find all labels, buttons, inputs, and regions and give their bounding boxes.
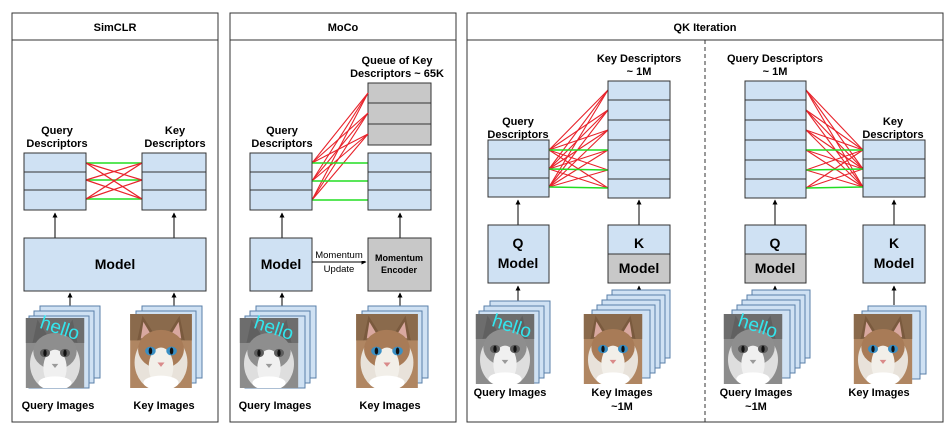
- moco-title: MoCo: [328, 22, 359, 34]
- qk-left-key-desc-label-2: ~ 1M: [627, 66, 652, 78]
- qk-left-query-desc-label-2: Descriptors: [487, 129, 548, 141]
- moco-model-label: Model: [261, 256, 301, 272]
- simclr-query-images-label: Query Images: [22, 400, 95, 412]
- moco-encoder-label-1: Momentum: [375, 253, 423, 263]
- moco-contrast-lines: [311, 92, 369, 201]
- simclr-key-images-label: Key Images: [133, 400, 194, 412]
- qk-right-key-images-label: Key Images: [848, 387, 909, 399]
- moco-key-images-label: Key Images: [359, 400, 420, 412]
- moco-queue-box: [367, 82, 432, 146]
- simclr-contrast-lines: [85, 162, 143, 200]
- simclr-query-desc-label-1: Query: [41, 125, 74, 137]
- qk-title: QK Iteration: [674, 22, 737, 34]
- qk-right-query-descriptors: [744, 80, 807, 199]
- qk-right-q-model-label: Model: [755, 260, 795, 276]
- moco-momentum-encoder-box: [367, 237, 432, 292]
- qk-right-query-images-label-1: Query Images: [720, 387, 793, 399]
- moco-model-box: [249, 237, 313, 292]
- moco-queue-label-1: Queue of Key: [362, 55, 434, 67]
- qk-right-query-desc-label-2: ~ 1M: [763, 66, 788, 78]
- qk-right-k-model-label: Model: [874, 255, 914, 271]
- qk-left-query-descriptors: [487, 139, 550, 198]
- qk-left-key-image-stack: [583, 289, 671, 384]
- simclr-model-label: Model: [95, 256, 135, 272]
- moco-query-desc-label-2: Descriptors: [251, 138, 312, 150]
- simclr-model-box: [23, 237, 207, 292]
- simclr-query-descriptors: [23, 152, 87, 211]
- qk-left-key-images-label-2: ~1M: [611, 401, 633, 413]
- moco-query-descriptors: [249, 152, 313, 211]
- qk-right-query-image-stack: hello: [723, 289, 811, 384]
- moco-query-desc-label-1: Query: [266, 125, 299, 137]
- qk-left-contrast-lines: [548, 89, 609, 189]
- qk-right-q-label: Q: [770, 235, 781, 251]
- qk-right-k-label: K: [889, 235, 899, 251]
- qk-left-k-label: K: [634, 235, 644, 251]
- qk-left-query-desc-label-1: Query: [502, 116, 535, 128]
- qk-right-query-desc-label-1: Query Descriptors: [727, 53, 823, 65]
- moco-queue-label-2: Descriptors ~ 65K: [350, 68, 444, 80]
- moco-query-image-stack: hello: [239, 305, 317, 389]
- simclr-query-desc-label-2: Descriptors: [26, 138, 87, 150]
- qk-right-k-model-box: [862, 224, 926, 284]
- simclr-query-image-stack: hello: [25, 305, 101, 389]
- simclr-key-desc-label-2: Descriptors: [144, 138, 205, 150]
- simclr-key-descriptors: [141, 152, 207, 211]
- qk-right-key-desc-label-1: Key: [883, 116, 904, 128]
- moco-key-image-stack: [356, 305, 429, 388]
- simclr-key-image-stack: [130, 305, 203, 388]
- qk-left-query-image-stack: hello: [475, 300, 551, 384]
- qk-left-q-model-label: Model: [498, 255, 538, 271]
- qk-right-key-desc-label-2: Descriptors: [862, 129, 923, 141]
- qk-left-key-images-label-1: Key Images: [591, 387, 652, 399]
- qk-left-q-model-box: [487, 224, 550, 284]
- qk-right-contrast-lines: [805, 89, 864, 189]
- qk-right-key-descriptors: [862, 139, 926, 198]
- qk-left-key-descriptors: [607, 80, 671, 199]
- qk-left-k-model-label: Model: [619, 260, 659, 276]
- qk-right-key-image-stack: [853, 305, 927, 384]
- moco-query-images-label: Query Images: [239, 400, 312, 412]
- qk-left-key-desc-label-1: Key Descriptors: [597, 53, 681, 65]
- qk-right-query-images-label-2: ~1M: [745, 401, 767, 413]
- qk-left-q-label: Q: [513, 235, 524, 251]
- moco-encoder-label-2: Encoder: [381, 265, 418, 275]
- moco-key-descriptors: [367, 152, 432, 211]
- moco-update-label: Update: [324, 264, 355, 275]
- simclr-key-desc-label-1: Key: [165, 125, 186, 137]
- simclr-title: SimCLR: [94, 22, 137, 34]
- qk-left-query-images-label: Query Images: [474, 387, 547, 399]
- moco-momentum-label: Momentum: [315, 250, 363, 261]
